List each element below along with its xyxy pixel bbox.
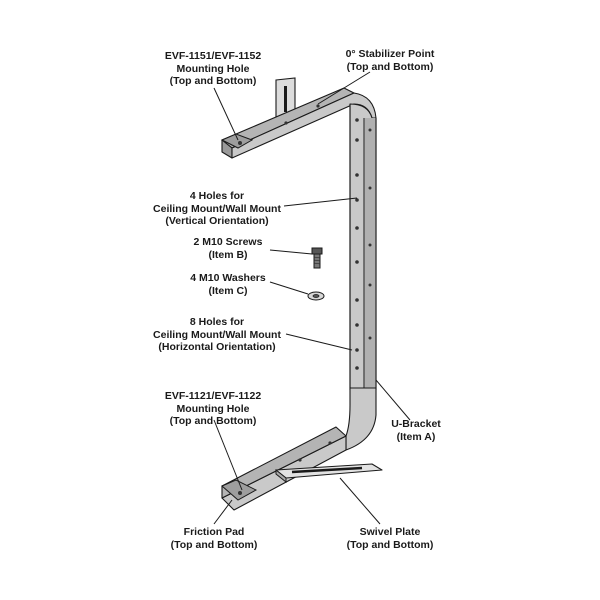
leader-horizontal-holes [285, 333, 353, 351]
leader-lines [213, 71, 411, 525]
bottom-curve [345, 387, 377, 451]
leader-friction-pad [213, 499, 233, 525]
label-horizontal-holes: 8 Holes for Ceiling Mount/Wall Mount (Ho… [153, 316, 281, 353]
leader-top-mounting-hole [213, 87, 239, 141]
label-u-bracket: U-Bracket (Item A) [391, 418, 441, 443]
leader-swivel-plate [339, 477, 381, 525]
leader-u-bracket [375, 379, 411, 421]
leader-screws [269, 249, 313, 255]
leader-washers [269, 281, 309, 295]
swivel-plate-slot [291, 466, 363, 474]
label-bottom-mounting-hole: EVF-1121/EVF-1122 Mounting Hole (Top and… [164, 390, 262, 427]
label-screws: 2 M10 Screws (Item B) [193, 236, 263, 261]
leader-bottom-mounting-hole [213, 419, 243, 491]
leader-stabilizer-point [317, 71, 371, 105]
leader-vertical-holes [283, 197, 358, 207]
label-friction-pad: Friction Pad (Top and Bottom) [170, 526, 258, 551]
bottom-arm-top [221, 426, 347, 499]
vertical-bar-side [364, 118, 376, 388]
swivel-plate-edge [275, 468, 287, 484]
m10-screw [311, 247, 323, 269]
friction-pad-top [220, 133, 254, 149]
label-stabilizer-point: 0° Stabilizer Point (Top and Bottom) [345, 48, 435, 73]
arm-holes [238, 104, 332, 495]
m10-washer [307, 291, 325, 301]
label-washers: 4 M10 Washers (Item C) [190, 272, 266, 297]
friction-pad [221, 479, 258, 501]
label-top-mounting-hole: EVF-1151/EVF-1152 Mounting Hole (Top and… [164, 50, 262, 87]
label-vertical-holes: 4 Holes for Ceiling Mount/Wall Mount (Ve… [153, 190, 281, 227]
vertical-bar-holes [355, 118, 372, 370]
label-swivel-plate: Swivel Plate (Top and Bottom) [346, 526, 434, 551]
